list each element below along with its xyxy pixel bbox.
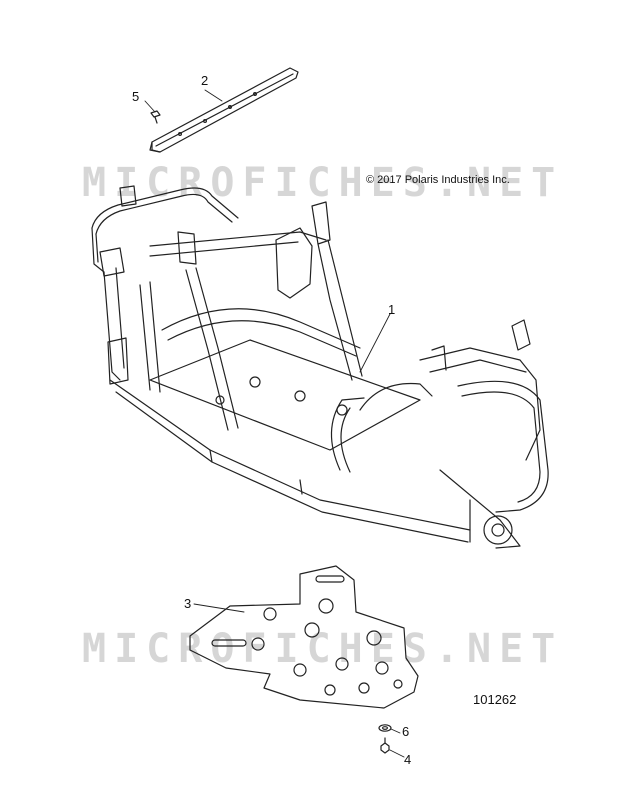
skid-plate-part [189, 565, 419, 709]
copyright-notice: © 2017 Polaris Industries Inc. [366, 174, 510, 186]
washer-part [378, 724, 392, 732]
rail-bracket-part [149, 67, 299, 153]
watermark-top: MICROFICHES.NET [82, 160, 564, 206]
leader-lines [144, 89, 405, 758]
diagram-number: 101262 [473, 692, 517, 707]
callout-5: 5 [132, 89, 140, 104]
main-frame-part [91, 185, 549, 549]
callout-3: 3 [184, 596, 192, 611]
callout-6: 6 [402, 724, 410, 739]
bolt-part [380, 737, 390, 754]
callout-4: 4 [404, 752, 412, 767]
callout-1: 1 [388, 302, 396, 317]
callout-2: 2 [201, 73, 209, 88]
screw-part [150, 110, 161, 124]
